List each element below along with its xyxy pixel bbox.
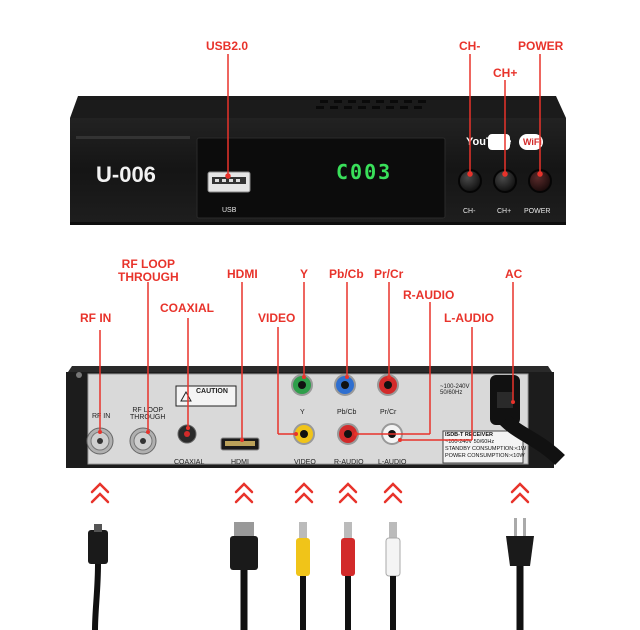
chevron-up-icon [90, 482, 110, 504]
youtube-logo: YouTube [466, 136, 511, 148]
callout-video: VIDEO [258, 311, 296, 325]
hdmi-cable [230, 522, 258, 630]
panel-label-hdmi: HDMI [231, 459, 249, 466]
panel-label-y: Y [300, 409, 305, 416]
panel-label-r-audio: R-AUDIO [334, 459, 364, 466]
chevron-up-icon [234, 482, 254, 504]
callout-coaxial: COAXIAL [160, 301, 214, 315]
callout-power: POWER [518, 39, 564, 53]
panel-label-l-audio: L-AUDIO [378, 459, 407, 466]
led-display: C003 [336, 160, 393, 184]
panel-label-rf-in: RF IN [92, 413, 111, 420]
callout-hdmi: HDMI [227, 267, 258, 281]
callout-rf-in: RF IN [80, 311, 112, 325]
callout-r-audio: R-AUDIO [403, 288, 455, 302]
spec-line-4: POWER CONSUMPTION:<10W [445, 453, 525, 459]
panel-label-video: VIDEO [294, 459, 316, 466]
youtube-text: YouTube [466, 136, 512, 148]
chevron-up-icon [383, 482, 403, 504]
chevron-up-icon [338, 482, 358, 504]
av-cable-white [385, 522, 401, 630]
spec-line-2: ~100-240V 50/60Hz [445, 439, 495, 445]
callout-ac: AC [505, 267, 523, 281]
av-cable-yellow [296, 522, 310, 630]
wifi-logo: WiFi [523, 137, 542, 147]
power-plug [506, 518, 534, 630]
rf-cable [88, 524, 108, 630]
spec-sticker: ISDB-T RECEIVER ~100-240V 50/60Hz STANDB… [445, 432, 526, 460]
power-button-label: POWER [524, 208, 551, 215]
callout-pr: Pr/Cr [374, 267, 404, 281]
ch-minus-button-label: CH- [463, 208, 476, 215]
av-cable-red [341, 522, 355, 630]
callout-y: Y [300, 267, 309, 281]
callout-l-audio: L-AUDIO [444, 311, 494, 325]
panel-label-voltage: ~100-240V 50/60Hz [440, 384, 470, 396]
chevron-up-icon [510, 482, 530, 504]
callout-usb: USB2.0 [206, 39, 249, 53]
callout-pb: Pb/Cb [329, 267, 364, 281]
model-name: U-006 [96, 162, 156, 187]
panel-label-pr: Pr/Cr [380, 409, 397, 416]
callout-rf-loop: RF LOOP THROUGH [118, 257, 179, 284]
panel-label-pb: Pb/Cb [337, 409, 357, 416]
usb-port-label: USB [222, 207, 237, 214]
spec-line-1: ISDB-T RECEIVER [445, 432, 493, 438]
callout-ch-plus: CH+ [493, 66, 518, 80]
panel-label-coaxial: COAXIAL [174, 459, 205, 466]
ch-plus-button-label: CH+ [497, 208, 512, 215]
chevron-up-icon [294, 482, 314, 504]
callout-ch-minus: CH- [459, 39, 481, 53]
spec-line-3: STANDBY CONSUMPTION:<1W [445, 446, 527, 452]
panel-label-caution: CAUTION [196, 388, 228, 395]
